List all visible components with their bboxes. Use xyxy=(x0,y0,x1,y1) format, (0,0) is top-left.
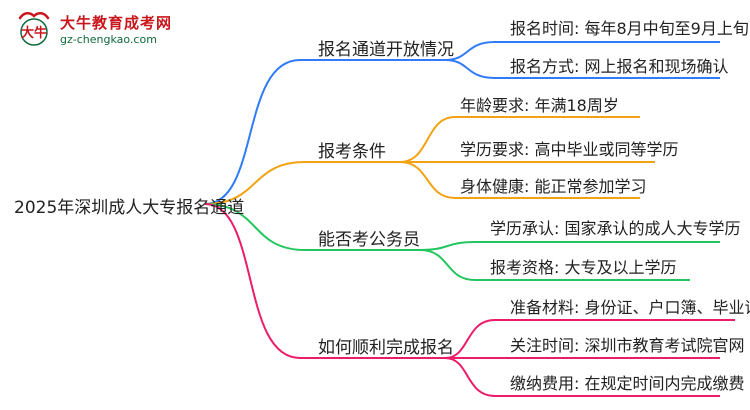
bull-logo-icon: 大牛 xyxy=(18,12,50,46)
link-branch-1-leaf-0 xyxy=(399,116,640,163)
branch-civil-service: 能否考公务员 xyxy=(318,230,420,250)
root-node: 2025年深圳成人大专报名通道 xyxy=(14,198,245,218)
link-branch-2-leaf-0 xyxy=(419,241,720,251)
site-logo[interactable]: 大牛 大牛教育成考网 gz-chengkao.com xyxy=(6,6,186,54)
link-branch-3-leaf-0 xyxy=(444,319,735,359)
link-root-branch-2 xyxy=(204,203,420,251)
branch-eligibility: 报考条件 xyxy=(318,142,386,162)
link-root-branch-3 xyxy=(204,203,445,359)
leaf-education-requirement: 学历要求: 高中毕业或同等学历 xyxy=(460,140,679,159)
leaf-registration-time: 报名时间: 每年8月中旬至9月上旬 xyxy=(510,19,749,38)
leaf-registration-method: 报名方式: 网上报名和现场确认 xyxy=(510,57,729,76)
leaf-prepare-materials: 准备材料: 身份证、户口簿、毕业证书 xyxy=(510,298,750,317)
link-branch-0-leaf-0 xyxy=(444,41,720,61)
link-branch-0-leaf-1 xyxy=(444,59,720,79)
leaf-follow-website: 关注时间: 深圳市教育考试院官网 xyxy=(510,336,745,355)
link-root-branch-0 xyxy=(204,59,445,205)
logo-url: gz-chengkao.com xyxy=(60,33,157,46)
link-branch-1-leaf-2 xyxy=(399,161,640,199)
link-branch-3-leaf-2 xyxy=(444,357,720,397)
link-root-branch-1 xyxy=(204,161,400,205)
branch-complete-registration: 如何顺利完成报名 xyxy=(318,338,454,358)
branch-registration-channel: 报名通道开放情况 xyxy=(318,40,454,60)
leaf-age-requirement: 年龄要求: 年满18周岁 xyxy=(460,96,619,115)
logo-title: 大牛教育成考网 xyxy=(60,14,173,32)
leaf-health-requirement: 身体健康: 能正常参加学习 xyxy=(460,177,647,196)
link-branch-2-leaf-1 xyxy=(419,249,690,281)
leaf-exam-qualification: 报考资格: 大专及以上学历 xyxy=(490,258,677,277)
leaf-degree-recognition: 学历承认: 国家承认的成人大专学历 xyxy=(490,219,741,238)
leaf-pay-fees: 缴纳费用: 在规定时间内完成缴费 xyxy=(510,374,745,393)
logo-mark-text: 大牛 xyxy=(21,25,47,41)
